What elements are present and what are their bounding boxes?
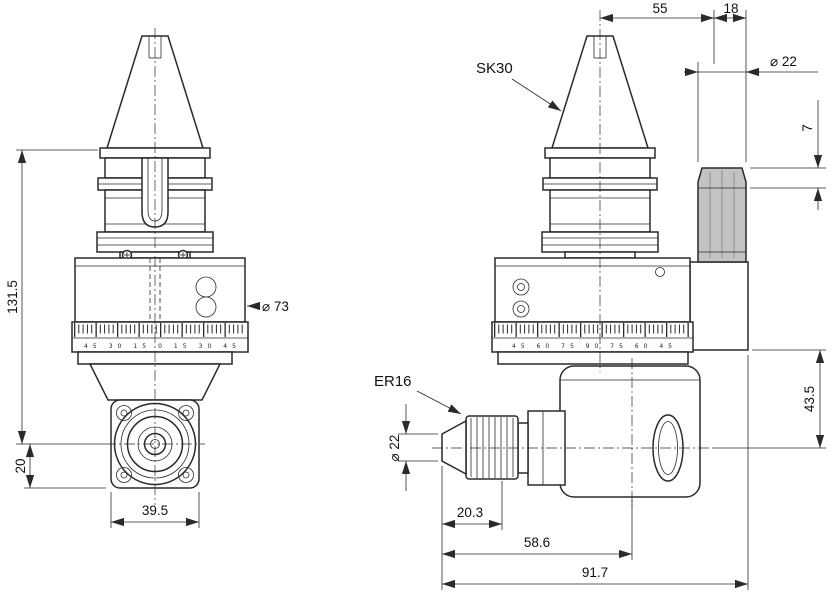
front-main-body: [74, 257, 246, 323]
front-view: 45 30 15 0 15 30 45: [5, 28, 289, 528]
side-dimensions: 55 18 ⌀ 22 7 43.5 ⌀ 22: [387, 1, 826, 590]
side-labels: SK30 ER16: [374, 60, 562, 415]
dim-body-dia-text: ⌀ 73: [262, 299, 289, 314]
screw-icon: [512, 300, 530, 318]
bolt-icon: [178, 467, 194, 483]
dim-203-text: 20.3: [457, 505, 483, 520]
bolt-icon: [116, 405, 132, 421]
dim-offset-text: 20: [13, 458, 28, 473]
front-scale-ring: 45 30 15 0 15 30 45: [71, 321, 249, 353]
bolt-icon: [116, 467, 132, 483]
dim-18-text: 18: [723, 1, 738, 16]
pin-hole-icon: [655, 267, 665, 277]
dim-55-text: 55: [652, 1, 667, 16]
screw-icon: [512, 278, 530, 296]
front-scale-labels: 45 30 15 0 15 30 45: [84, 343, 236, 350]
side-main-body: [494, 257, 691, 323]
collet-nose: [441, 419, 467, 476]
dim-435-text: 43.5: [802, 386, 817, 412]
label-sk30: SK30: [476, 60, 513, 77]
dim-586-text: 58.6: [524, 535, 550, 550]
side-scale-ring: 45 60 75 90 75 60 45: [491, 321, 694, 353]
side-view: 45 60 75 90 75 60 45: [374, 1, 826, 590]
dim-7-text: 7: [800, 124, 815, 132]
dim-height-text: 131.5: [5, 280, 20, 314]
dim-collet-dia-text: ⌀ 22: [387, 435, 402, 462]
er16-collet-nut: [465, 415, 519, 480]
front-dimensions: 131.5 20 39.5 ⌀ 73: [5, 149, 289, 528]
side-angle-head: [441, 351, 701, 498]
dim-post-dia-text: ⌀ 22: [770, 54, 797, 69]
side-arm: [689, 167, 749, 351]
dim-width-text: 39.5: [142, 503, 168, 518]
bolt-icon: [178, 405, 194, 421]
label-er16: ER16: [374, 373, 412, 390]
dim-917-text: 91.7: [582, 565, 608, 580]
